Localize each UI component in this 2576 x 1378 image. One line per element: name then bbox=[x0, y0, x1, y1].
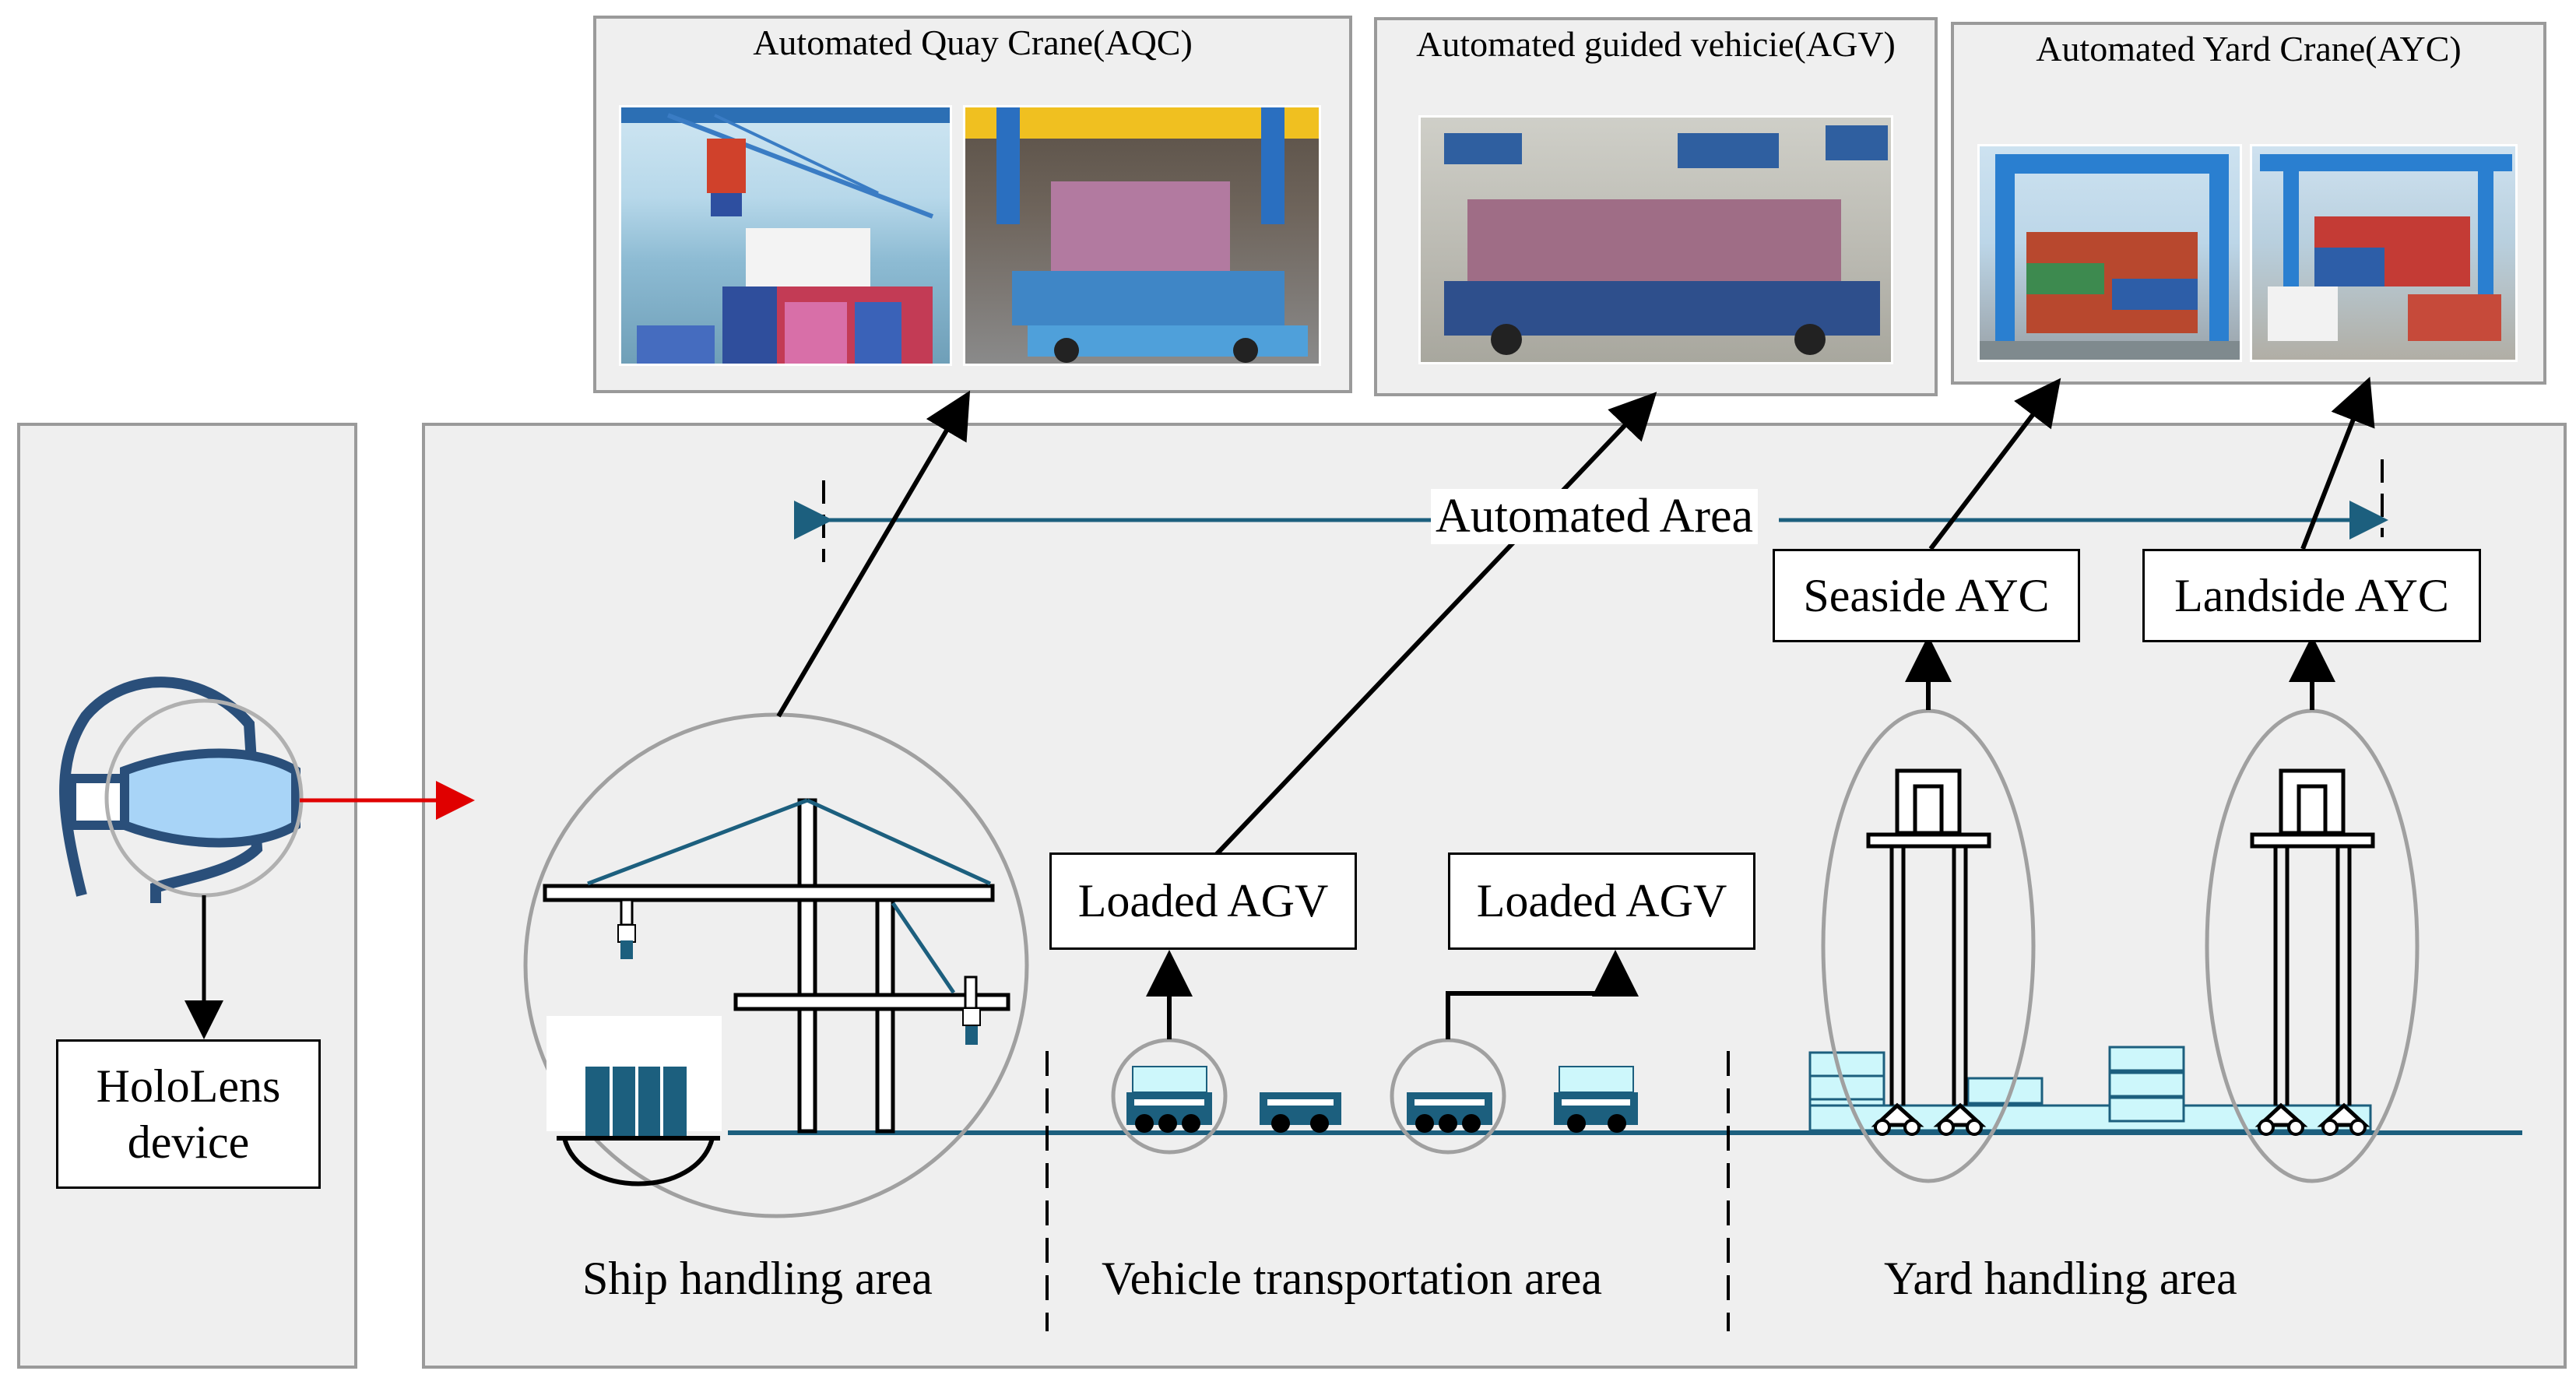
ayc-photo-2 bbox=[2250, 144, 2518, 362]
yard-handling-area-label: Yard handling area bbox=[1884, 1253, 2237, 1304]
hololens-headset-icon bbox=[59, 677, 304, 903]
ayc-photo-1 bbox=[1977, 144, 2242, 362]
ship-handling-area-label: Ship handling area bbox=[582, 1253, 933, 1304]
vehicle-transport-area-label: Vehicle transportation area bbox=[1102, 1253, 1603, 1304]
hololens-device-box: HoloLens device bbox=[56, 1039, 321, 1189]
agv-photo-title: Automated guided vehicie(AGV) bbox=[1416, 24, 1896, 64]
aqc-photo-ship bbox=[619, 105, 952, 366]
agv-2 bbox=[1260, 1092, 1341, 1133]
agv-1 bbox=[1126, 1066, 1212, 1133]
hololens-label-line2: device bbox=[127, 1116, 250, 1168]
ayc-seaside-structure bbox=[1866, 768, 1991, 1127]
aqc-photo-agv bbox=[963, 105, 1321, 366]
automated-area-label: Automated Area bbox=[1431, 489, 1759, 544]
hololens-label-line1: HoloLens bbox=[96, 1060, 281, 1112]
loaded-agv-box-1: Loaded AGV bbox=[1049, 852, 1357, 950]
agv-4 bbox=[1554, 1066, 1638, 1133]
agv-3 bbox=[1407, 1092, 1492, 1133]
landside-ayc-box: Landside AYC bbox=[2142, 549, 2481, 642]
ayc-photo-title: Automated Yard Crane(AYC) bbox=[2036, 29, 2462, 69]
loaded-agv-box-2: Loaded AGV bbox=[1448, 852, 1755, 950]
ayc-landside-structure bbox=[2250, 768, 2375, 1127]
seaside-ayc-box: Seaside AYC bbox=[1773, 549, 2080, 642]
agv-photo bbox=[1418, 115, 1893, 364]
aqc-photo-title: Automated Quay Crane(AQC) bbox=[753, 23, 1193, 62]
